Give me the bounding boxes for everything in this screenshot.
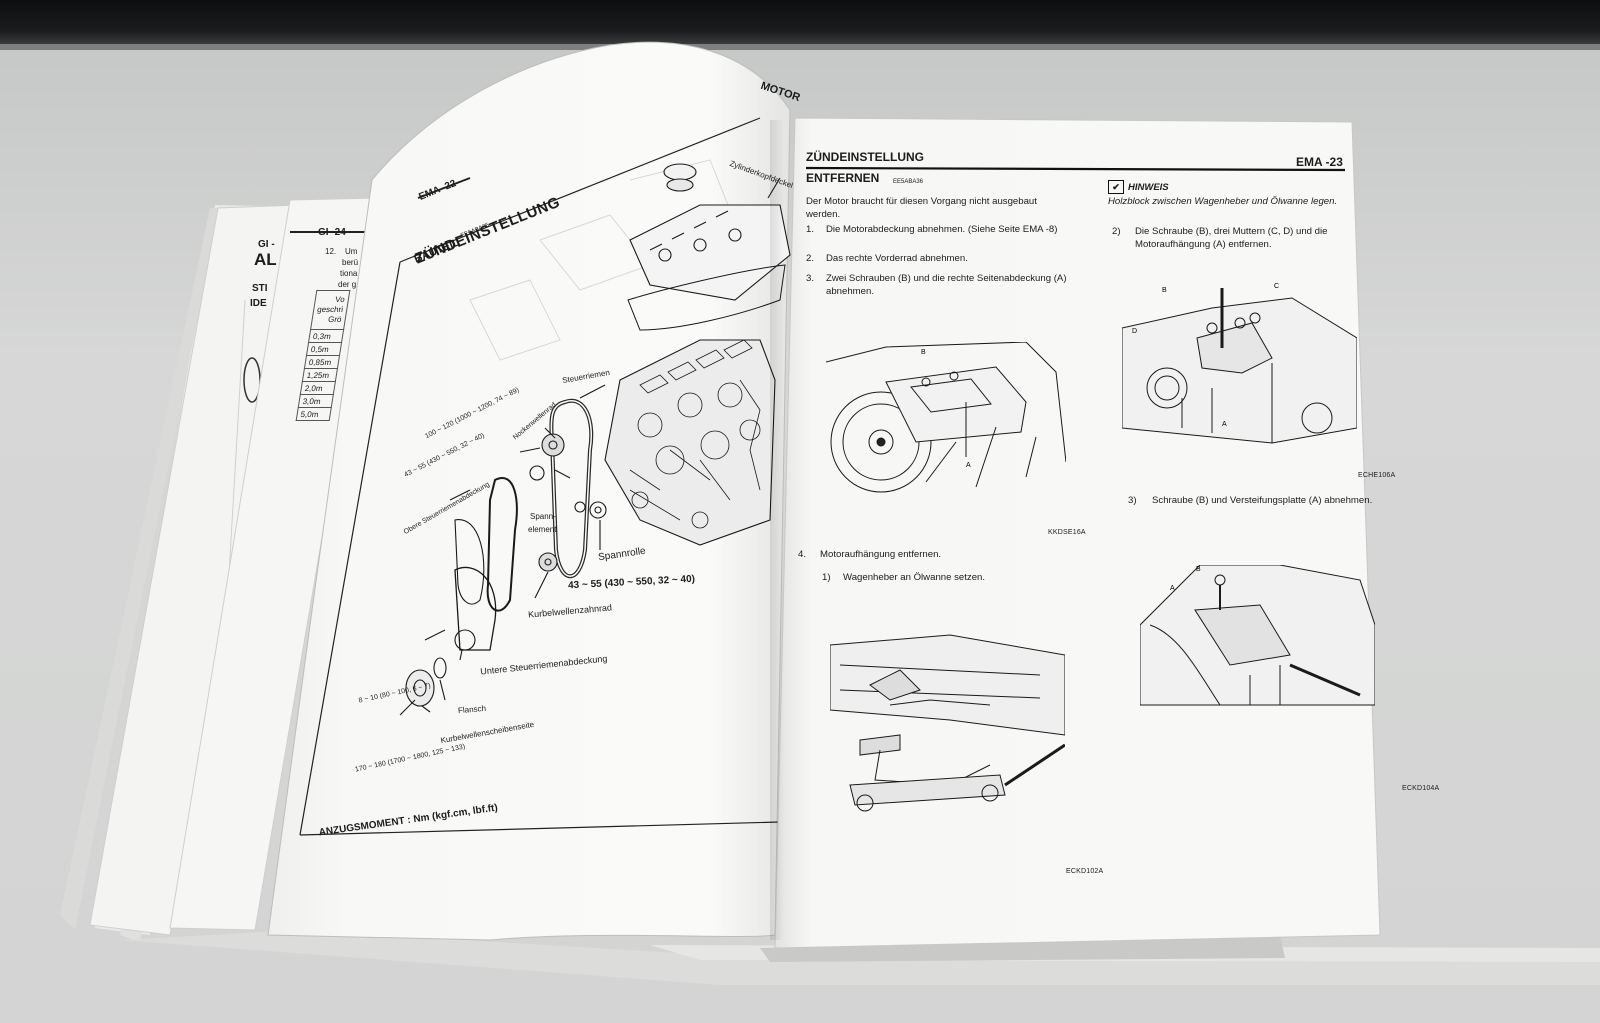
callout-a: A: [966, 462, 971, 469]
desk-back-edge: [0, 0, 1600, 44]
step-text: Schraube (B) und Versteifungsplatte (A) …: [1152, 495, 1373, 506]
binding-shadow: [770, 120, 784, 940]
step-number: 3): [1128, 495, 1137, 506]
callout-a: A: [1170, 585, 1175, 592]
callout-b: B: [1196, 566, 1201, 573]
step-number: 3.: [806, 273, 815, 284]
back-page-1-line1: STI: [252, 283, 268, 294]
right-page-header: ZÜNDEINSTELLUNG: [806, 150, 924, 164]
figure-jack-oilpan: [830, 634, 1065, 812]
right-page-code: EMA -23: [1296, 155, 1343, 169]
step-text: Motoraufhängung entfernen.: [820, 549, 942, 560]
back-page-2-step-line: der g: [338, 280, 357, 289]
back-page-2-step-line: berü: [342, 258, 359, 267]
figure-code: ECKD104A: [1402, 785, 1440, 792]
figure-stiffener-plate: B A: [1140, 565, 1375, 706]
back-page-1-head: AL: [254, 250, 277, 269]
callout-d: D: [1132, 328, 1137, 335]
back-page-1-code: GI -: [258, 239, 275, 250]
desk-edge-highlight: [0, 44, 1600, 50]
section-code: EE5ABA36: [893, 179, 924, 185]
back-page-2-step-line: tiona: [340, 269, 358, 278]
callout-a: A: [1222, 421, 1227, 428]
step-number: 2): [1112, 226, 1121, 237]
back-page-2-step-no: 12.: [325, 247, 337, 256]
back-page-2-code: GI -24: [318, 227, 346, 238]
step-text: Die Motorabdeckung abnehmen. (Siehe Seit…: [826, 224, 1058, 235]
figure-code: KKDSE16A: [1048, 529, 1086, 536]
intro-text: Der Motor braucht für diesen Vorgang nic…: [806, 196, 1037, 220]
step-number: 2.: [806, 253, 815, 264]
back-page-1-line2: IDE: [250, 298, 267, 309]
step-number: 1.: [806, 224, 815, 235]
note-text: Holzblock zwischen Wagenheber und Ölwann…: [1108, 196, 1338, 207]
note-title: HINWEIS: [1128, 182, 1169, 193]
step-text: Wagenheber an Ölwanne setzen.: [843, 572, 986, 583]
label-tensioner: Spann-: [530, 512, 556, 521]
figure-code: ECKD102A: [1066, 868, 1104, 875]
figure-code: ECHE106A: [1358, 472, 1396, 479]
back-page-2-step-line: Um: [345, 247, 358, 256]
step-number: 1): [822, 572, 831, 583]
label-tensioner: element: [528, 525, 557, 534]
step-text: Zwei Schrauben (B) und die rechte Seiten…: [826, 273, 1067, 297]
callout-b: B: [921, 349, 926, 356]
figure-side-cover: B A: [826, 342, 1066, 493]
step-text: Das rechte Vorderrad abnehmen.: [826, 253, 968, 264]
step-text: Die Schraube (B), drei Muttern (C, D) un…: [1135, 226, 1328, 250]
callout-b: B: [1162, 287, 1167, 294]
note-icon: ✔: [1108, 180, 1124, 194]
section-title: ENTFERNEN: [806, 171, 880, 185]
step-number: 4.: [798, 549, 807, 560]
figure-engine-mount: B C D A: [1122, 283, 1357, 444]
callout-c: C: [1274, 283, 1279, 290]
